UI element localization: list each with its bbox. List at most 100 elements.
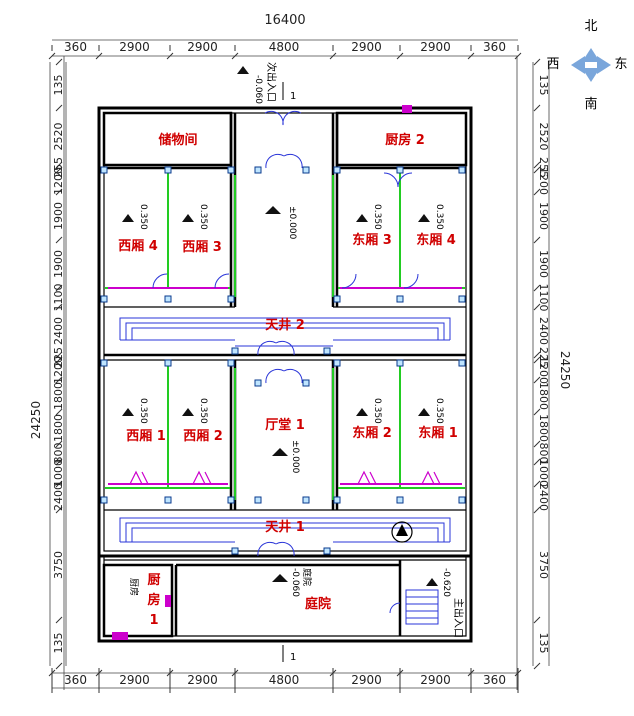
door-tj1-left-icon [257,541,277,557]
column-32 [231,547,239,555]
dim-left-seg-16: 135 [52,633,65,654]
dim-left-seg-14: 2400 [52,483,65,511]
dim-top-seg-5: 2900 [420,40,451,54]
lower-hall-level: ±0.000 [290,440,300,474]
dimension-ticks [48,45,541,693]
interior-walls [102,111,468,638]
dim-right-seg-11: 1800 [537,414,550,442]
dim-right-seg-0: 135 [537,75,550,96]
door-tj2-right-icon [275,340,295,356]
door-hall-top-right-icon [283,153,303,169]
dim-left-seg-0: 135 [52,75,65,96]
column-24 [254,166,262,174]
column-14 [227,359,235,367]
magenta-openings [112,105,412,640]
label-storage: 储物间 [157,132,197,148]
dim-right-seg-15: 3750 [537,551,550,579]
room-labels: 储物间 厨房 2 西厢 4 西厢 3 东厢 3 东厢 4 天井 2 西厢 1 西… [118,132,458,628]
label-east-wing1: 东厢 1 [418,425,458,441]
column-15 [333,359,341,367]
dim-left-seg-5: 1900 [52,250,65,278]
main-entry-stairs-icon [405,589,439,625]
compass-north-label: 北 [584,19,597,34]
doors [152,110,419,614]
door-east3-icon [341,273,357,289]
dim-left-seg-6: 1100 [52,284,65,312]
label-kitchen1-c: 1 [149,613,158,628]
label-courtyard1: 天井 1 [265,519,305,535]
column-21 [333,496,341,504]
column-3 [333,166,341,174]
dim-bottom-seg-2: 2900 [187,673,218,687]
east-wing1-level: 0.350 [434,398,444,424]
dim-left-seg-1: 2520 [52,123,65,151]
dim-bottom-seg-1: 2900 [119,673,150,687]
section-mark-top: 1 [290,91,296,102]
dim-left-seg-11: 1800 [52,414,65,442]
main-entry-label: 主出入口 [452,598,465,638]
label-west-wing2: 西厢 2 [183,429,223,444]
column-17 [458,359,466,367]
door-hall1-right-icon [283,368,303,384]
column-10 [396,295,404,303]
dim-right-seg-3: 1200 [537,167,550,195]
dim-right-seg-8: 225 [537,347,550,368]
dim-bottom-seg-0: 360 [64,673,87,687]
column-23 [458,496,466,504]
column-13 [164,359,172,367]
dim-bottom-seg-5: 2900 [420,673,451,687]
door-kitchen2-icon [383,172,399,188]
light-partitions [105,170,465,500]
column-2 [227,166,235,174]
dim-bottom-seg-6: 360 [483,673,506,687]
dim-top-seg-6: 360 [483,40,506,54]
courtyard-1-outline [119,517,451,543]
column-11 [458,295,466,303]
column-16 [396,359,404,367]
kitchen1-side-label: 厨房 [128,578,140,596]
column-7 [164,295,172,303]
dimension-lines [49,39,550,690]
section-mark-bottom: 1 [290,652,296,663]
compass-arrow-south-icon [582,68,600,82]
door-hall-top-left-icon [265,153,285,169]
door-tj2-left-icon [257,340,277,356]
door-west3-icon [214,273,230,289]
east-wing3-level: 0.350 [372,204,382,230]
dim-right-total: 24250 [558,351,572,389]
columns [100,166,466,555]
column-6 [100,295,108,303]
dim-right-segments: 1352520255120019001900110024002251200180… [537,75,550,654]
column-29 [302,496,310,504]
dim-left-seg-15: 3750 [52,551,65,579]
courtyard-2-outline [119,317,451,347]
door-yard-icon [389,602,401,614]
dim-right-seg-6: 1100 [537,284,550,312]
label-west-wing4: 西厢 4 [118,239,158,254]
column-20 [227,496,235,504]
main-entry-level: -0.620 [441,568,451,597]
upper-hall-level: ±0.000 [287,206,297,240]
door-north-right-icon [282,110,302,126]
compass-arrow-north-icon [582,48,600,62]
door-strips [108,287,462,485]
butterfly-doors [129,470,441,485]
door-east4-icon [403,273,419,289]
column-31 [323,347,331,355]
column-27 [302,379,310,387]
dim-left-seg-13: 1000 [52,459,65,487]
dim-right-seg-1: 2520 [537,123,550,151]
column-12 [100,359,108,367]
label-courtyard2: 天井 2 [265,317,305,333]
column-18 [100,496,108,504]
column-26 [254,379,262,387]
dim-top-seg-2: 2900 [187,40,218,54]
column-5 [458,166,466,174]
east-wing4-level: 0.350 [434,204,444,230]
dim-right-seg-16: 135 [537,633,550,654]
compass: 北 南 西 东 [546,19,627,112]
column-8 [227,295,235,303]
column-4 [396,166,404,174]
